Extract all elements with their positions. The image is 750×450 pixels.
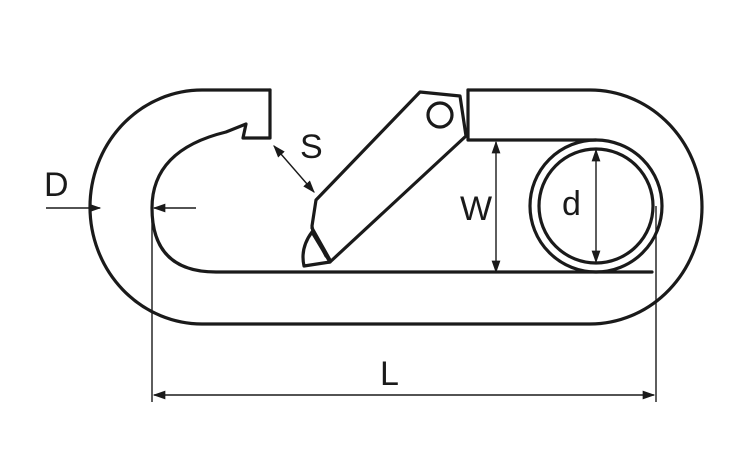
carabiner-body xyxy=(88,88,704,326)
latch-tip xyxy=(301,230,332,268)
outer-outline xyxy=(88,88,704,326)
inner-outline xyxy=(150,88,654,274)
dimension-S xyxy=(273,145,315,193)
label-S: S xyxy=(300,128,323,166)
dimension-L xyxy=(151,206,657,402)
gate-latch xyxy=(301,90,468,268)
label-d: d xyxy=(562,185,581,223)
pivot-edge xyxy=(466,88,598,142)
label-W: W xyxy=(460,190,492,228)
pivot-pin-icon xyxy=(426,101,454,129)
label-L: L xyxy=(380,355,399,393)
label-D: D xyxy=(44,166,69,204)
